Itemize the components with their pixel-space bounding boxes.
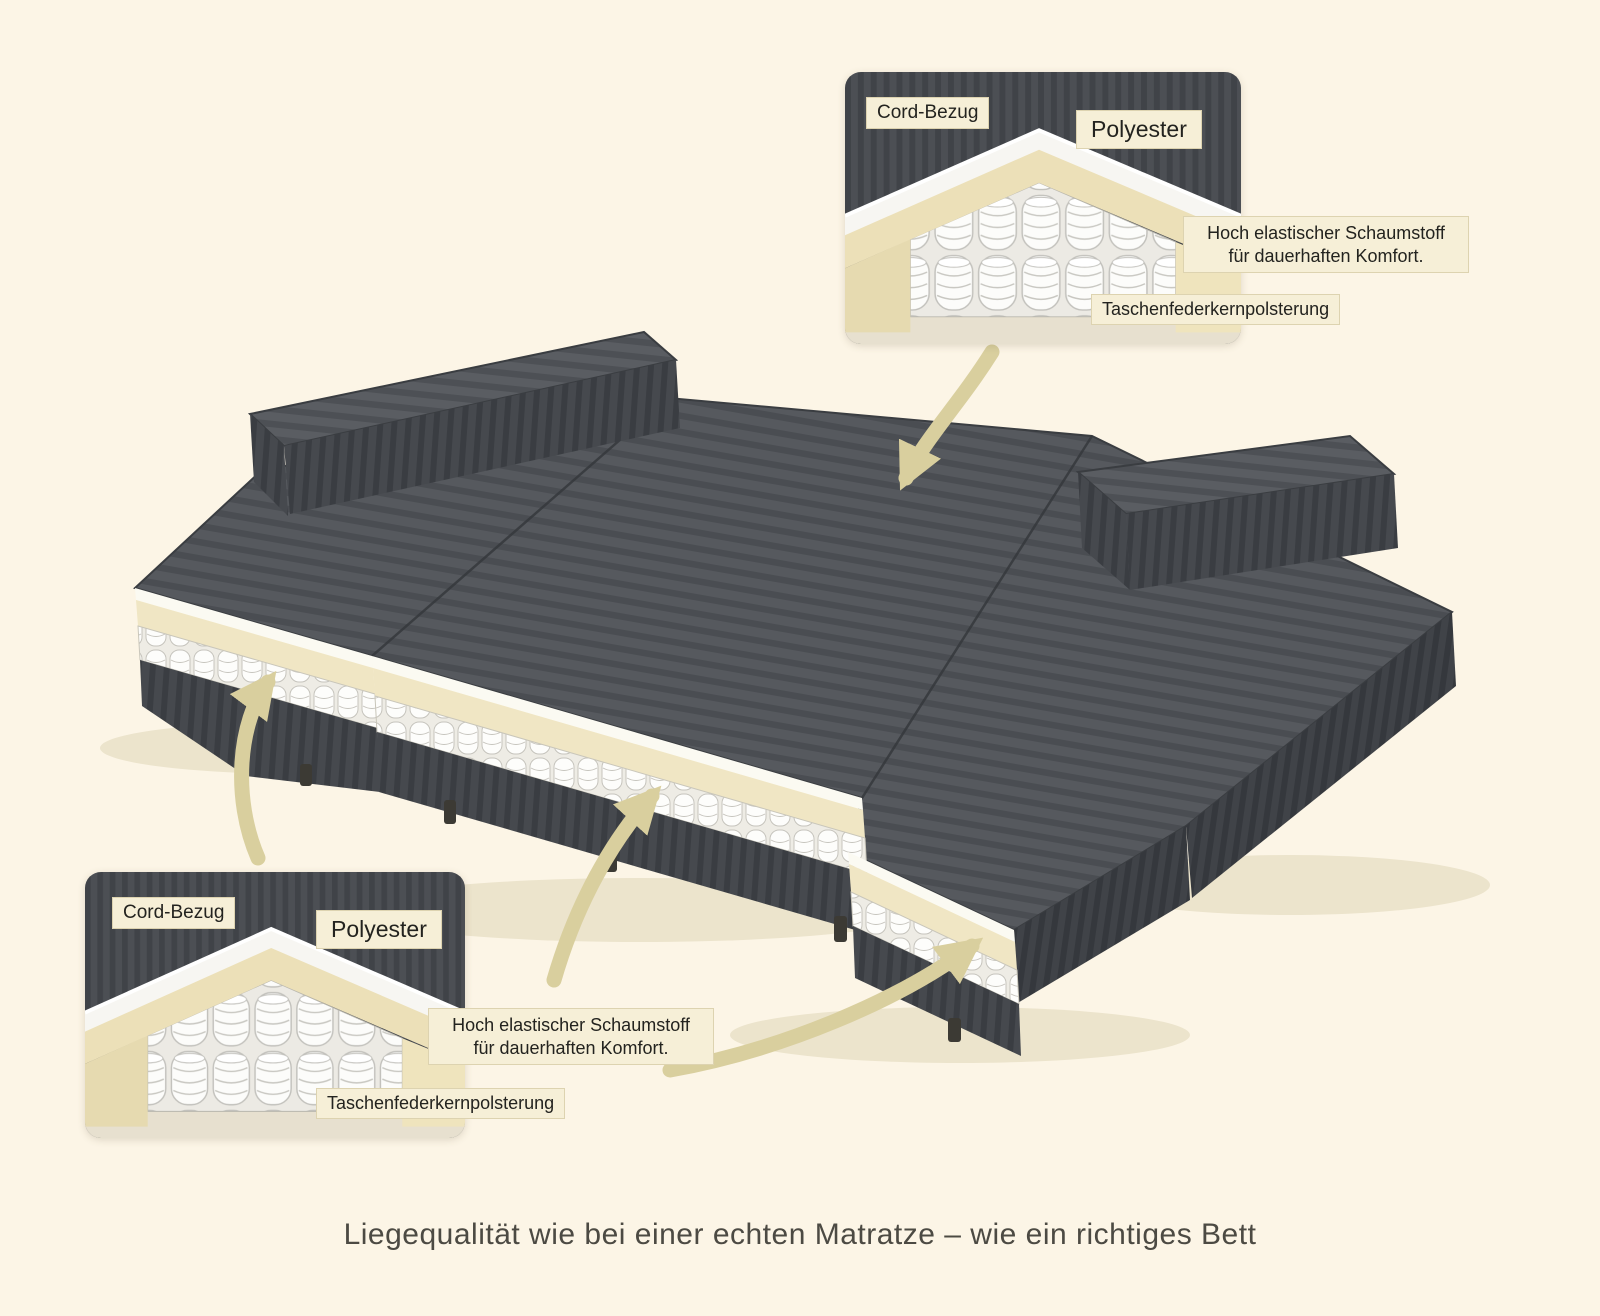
label-foam-top-line2: für dauerhaften Komfort. — [1228, 245, 1424, 266]
mattress-cross-section-inset-bottom — [85, 872, 465, 1138]
right-side-face — [1186, 612, 1456, 898]
right-armrest — [1075, 434, 1398, 590]
label-foam-bottom-line2: für dauerhaften Komfort. — [473, 1037, 669, 1058]
label-polyester-top: Polyester — [1076, 110, 1202, 149]
label-polyester-bottom: Polyester — [316, 910, 442, 949]
label-cord-bezug-bottom: Cord-Bezug — [112, 897, 236, 929]
label-foam-bottom: Hoch elastischer Schaumstoff für dauerha… — [428, 1008, 714, 1065]
sofa-bed — [133, 330, 1456, 1056]
arrow-top-inset-to-sofa — [898, 344, 1000, 491]
caption: Liegequalität wie bei einer echten Matra… — [343, 1218, 1257, 1251]
label-cord-bezug-top: Cord-Bezug — [866, 97, 990, 129]
label-springs-top: Taschenfederkernpolsterung — [1091, 294, 1341, 325]
arrow-to-right-edge — [662, 937, 984, 1078]
arrow-bottom-inset-to-left-edge — [229, 670, 277, 866]
label-foam-top: Hoch elastischer Schaumstoff für dauerha… — [1183, 216, 1469, 273]
label-foam-top-line1: Hoch elastischer Schaumstoff — [1207, 223, 1445, 243]
label-springs-bottom: Taschenfederkernpolsterung — [316, 1088, 566, 1119]
cross-section-photo-bottom — [85, 872, 465, 1138]
left-armrest — [247, 330, 680, 516]
right-front-side-face — [1014, 826, 1190, 1004]
arrow-to-center-edge — [546, 785, 662, 988]
label-foam-bottom-line1: Hoch elastischer Schaumstoff — [452, 1015, 690, 1035]
callout-arrows — [229, 344, 1000, 1078]
